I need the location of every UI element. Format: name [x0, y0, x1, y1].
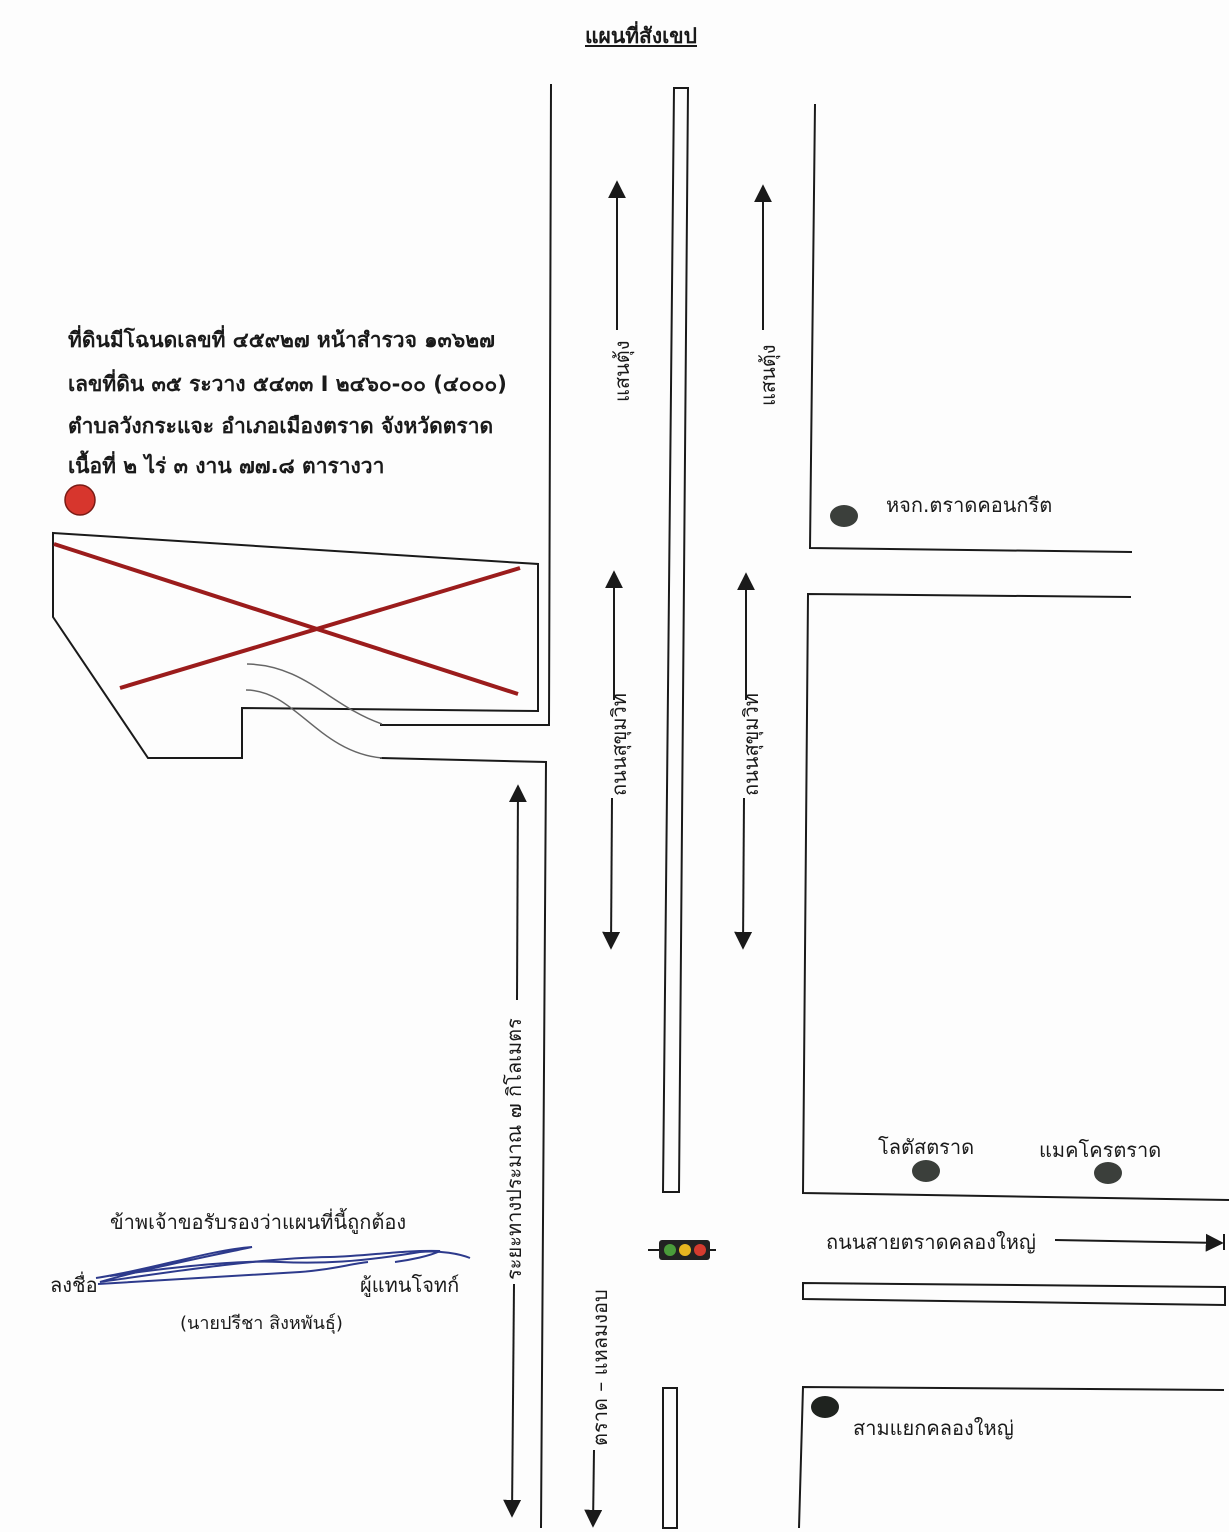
landmark-marker-icon: [830, 505, 858, 527]
signer-name: (นายปรีชา สิงหพันธุ์): [180, 1313, 343, 1334]
landmark-marker-icon: [912, 1160, 940, 1182]
road-edge-west-lower: [379, 757, 548, 1529]
parcel-marker-icon: [64, 484, 96, 516]
arrow-distance-down: [503, 1283, 522, 1518]
signature-icon: [95, 1246, 471, 1285]
landmark-marker-icon: [811, 1396, 839, 1418]
label-saen-tung-right: แสนตุ้ง: [756, 344, 780, 406]
sign-label: ลงชื่อ: [50, 1273, 98, 1297]
parcel-info-line-4: เนื้อที่ ๒ ไร่ ๓ งาน ๗๗.๘ ตารางวา: [68, 454, 385, 478]
road-median-khlong-yai: [802, 1281, 1226, 1307]
parcel-info-line-2: เลขที่ดิน ๓๕ ระวาง ๕๔๓๓ I ๒๔๖๐-๐๐ (๔๐๐๐): [68, 372, 507, 396]
road-edge-east-middle: [801, 592, 1229, 1201]
parcel-info-line-3: ตำบลวังกระแจะ อำเภอเมืองตราด จังหวัดตราด: [68, 414, 494, 438]
label-saen-tung-left: แสนตุ้ง: [610, 340, 634, 402]
road-edge-east-north: [808, 103, 1133, 553]
traffic-light-icon: [648, 1240, 716, 1260]
median-strip-lower: [662, 1387, 678, 1529]
road-edge-east-south: [798, 1385, 1225, 1529]
label-sukhumvit-left: ถนนสุขุมวิท: [607, 693, 631, 796]
landmark-marker-icon: [1094, 1162, 1122, 1184]
parcel-cross: [53, 542, 521, 696]
map-title: แผนที่สังเขป: [585, 24, 697, 48]
label-trat-khlong-yai-road: ถนนสายตราดคลองใหญ่: [826, 1230, 1036, 1254]
arrow-distance-up: [508, 784, 527, 1001]
signer-role: ผู้แทนโจทก์: [360, 1273, 460, 1297]
landmark-concrete-label: หจก.ตราดคอนกรีต: [886, 493, 1053, 517]
label-distance: ระยะทางประมาณ ๗ กิโลเมตร: [502, 1018, 526, 1280]
landmark-makro-label: แมคโครตราด: [1039, 1138, 1162, 1162]
arrow-sukhumvit-left-down: [602, 797, 621, 950]
label-trat-laem-ngop: ตราด – แหลมงอบ: [588, 1289, 612, 1446]
arrow-sukhumvit-right-down: [734, 797, 753, 950]
median-strip-upper: [661, 87, 690, 1193]
parcel-outline: [52, 531, 539, 759]
parcel-info-line-1: ที่ดินมีโฉนดเลขที่ ๔๕๙๒๗ หน้าสำรวจ ๑๓๖๒๗: [68, 328, 495, 352]
landmark-lotus-label: โลตัสตราด: [878, 1135, 975, 1159]
road-edge-west-upper: [380, 83, 552, 726]
landmark-junction-label: สามแยกคลองใหญ่: [853, 1416, 1014, 1440]
access-track: [245, 663, 383, 759]
certification-statement: ข้าพเจ้าขอรับรองว่าแผนที่นี้ถูกต้อง: [110, 1210, 407, 1234]
label-sukhumvit-right: ถนนสุขุมวิท: [739, 693, 763, 796]
arrow-trat-laem-ngop-down: [584, 1449, 603, 1528]
arrow-khlong-yai-road: [1054, 1233, 1224, 1252]
